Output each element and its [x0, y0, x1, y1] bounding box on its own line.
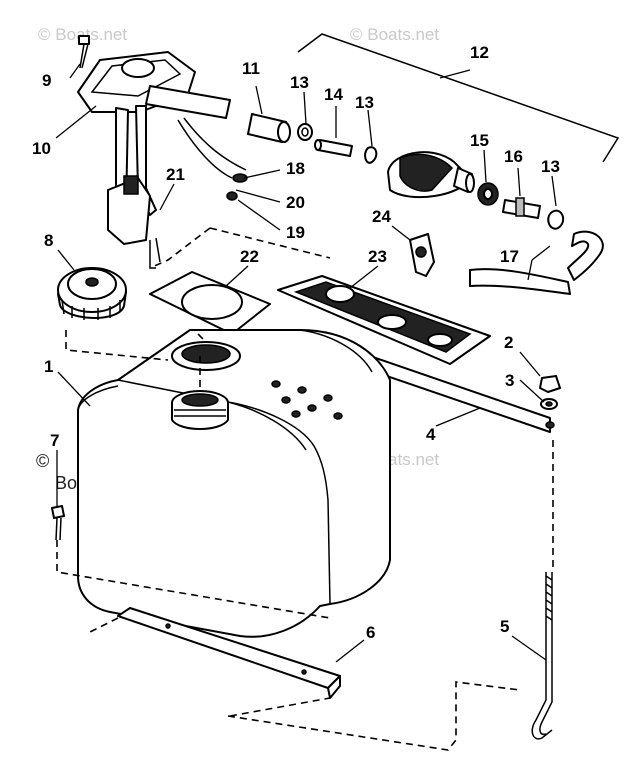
callout-11: 11 — [242, 59, 260, 78]
callout-8: 8 — [44, 231, 53, 250]
assembly-guide-lines — [56, 227, 554, 751]
clamp-part-13-middle — [364, 146, 378, 164]
nut-part-2 — [539, 375, 561, 393]
callout-4: 4 — [426, 425, 436, 444]
callout-15: 15 — [470, 131, 489, 150]
washer-part-3 — [540, 398, 558, 410]
callout-12: 12 — [470, 43, 489, 62]
callout-2: 2 — [504, 333, 513, 352]
callout-13-left: 13 — [290, 73, 309, 92]
callout-23: 23 — [368, 247, 387, 266]
callout-1: 1 — [44, 357, 53, 376]
cover-plate-part-23 — [277, 275, 491, 365]
callout-17: 17 — [500, 247, 519, 266]
callout-18: 18 — [286, 159, 305, 178]
callout-3: 3 — [505, 371, 514, 390]
callout-24: 24 — [372, 207, 391, 226]
bracket-part-6 — [117, 607, 341, 699]
callout-6: 6 — [366, 623, 375, 642]
clamp-part-13-left — [297, 123, 313, 141]
nut-part-15 — [477, 182, 499, 206]
leader-lines — [55, 63, 557, 663]
watermark-top-right: © Boats.net — [350, 25, 439, 44]
callout-13-middle: 13 — [355, 93, 374, 112]
callout-5: 5 — [500, 617, 509, 636]
callout-10: 10 — [32, 139, 51, 158]
watermark-copyright-symbol: © — [36, 451, 49, 471]
fitting-part-16 — [502, 197, 541, 219]
callout-22: 22 — [240, 247, 259, 266]
fuel-cap-part-8 — [57, 267, 127, 320]
j-bolt-part-5 — [531, 572, 553, 740]
fuel-line-assembly-bracket — [297, 33, 620, 163]
watermark-top-left: © Boats.net — [38, 25, 127, 44]
connector-part-14 — [314, 139, 353, 157]
fuel-pickup-assembly — [77, 51, 248, 269]
hose-sleeve-part-11 — [247, 113, 291, 143]
screw-part-9 — [78, 35, 90, 69]
fuel-hose-part-17 — [469, 230, 604, 295]
callout-9: 9 — [42, 71, 51, 90]
callout-7: 7 — [50, 431, 59, 450]
callout-16: 16 — [504, 147, 523, 166]
fuel-tank-part-1 — [77, 329, 391, 638]
primer-bulb — [387, 151, 475, 199]
callout-19: 19 — [286, 223, 305, 242]
callout-14: 14 — [324, 85, 343, 104]
callout-13-right: 13 — [541, 157, 560, 176]
callout-20: 20 — [286, 193, 305, 212]
clip-part-24 — [409, 233, 435, 277]
gasket-part-22 — [149, 271, 271, 335]
bolt-part-7 — [51, 505, 65, 541]
callout-21: 21 — [166, 165, 185, 184]
clamp-part-13-right — [547, 209, 565, 230]
